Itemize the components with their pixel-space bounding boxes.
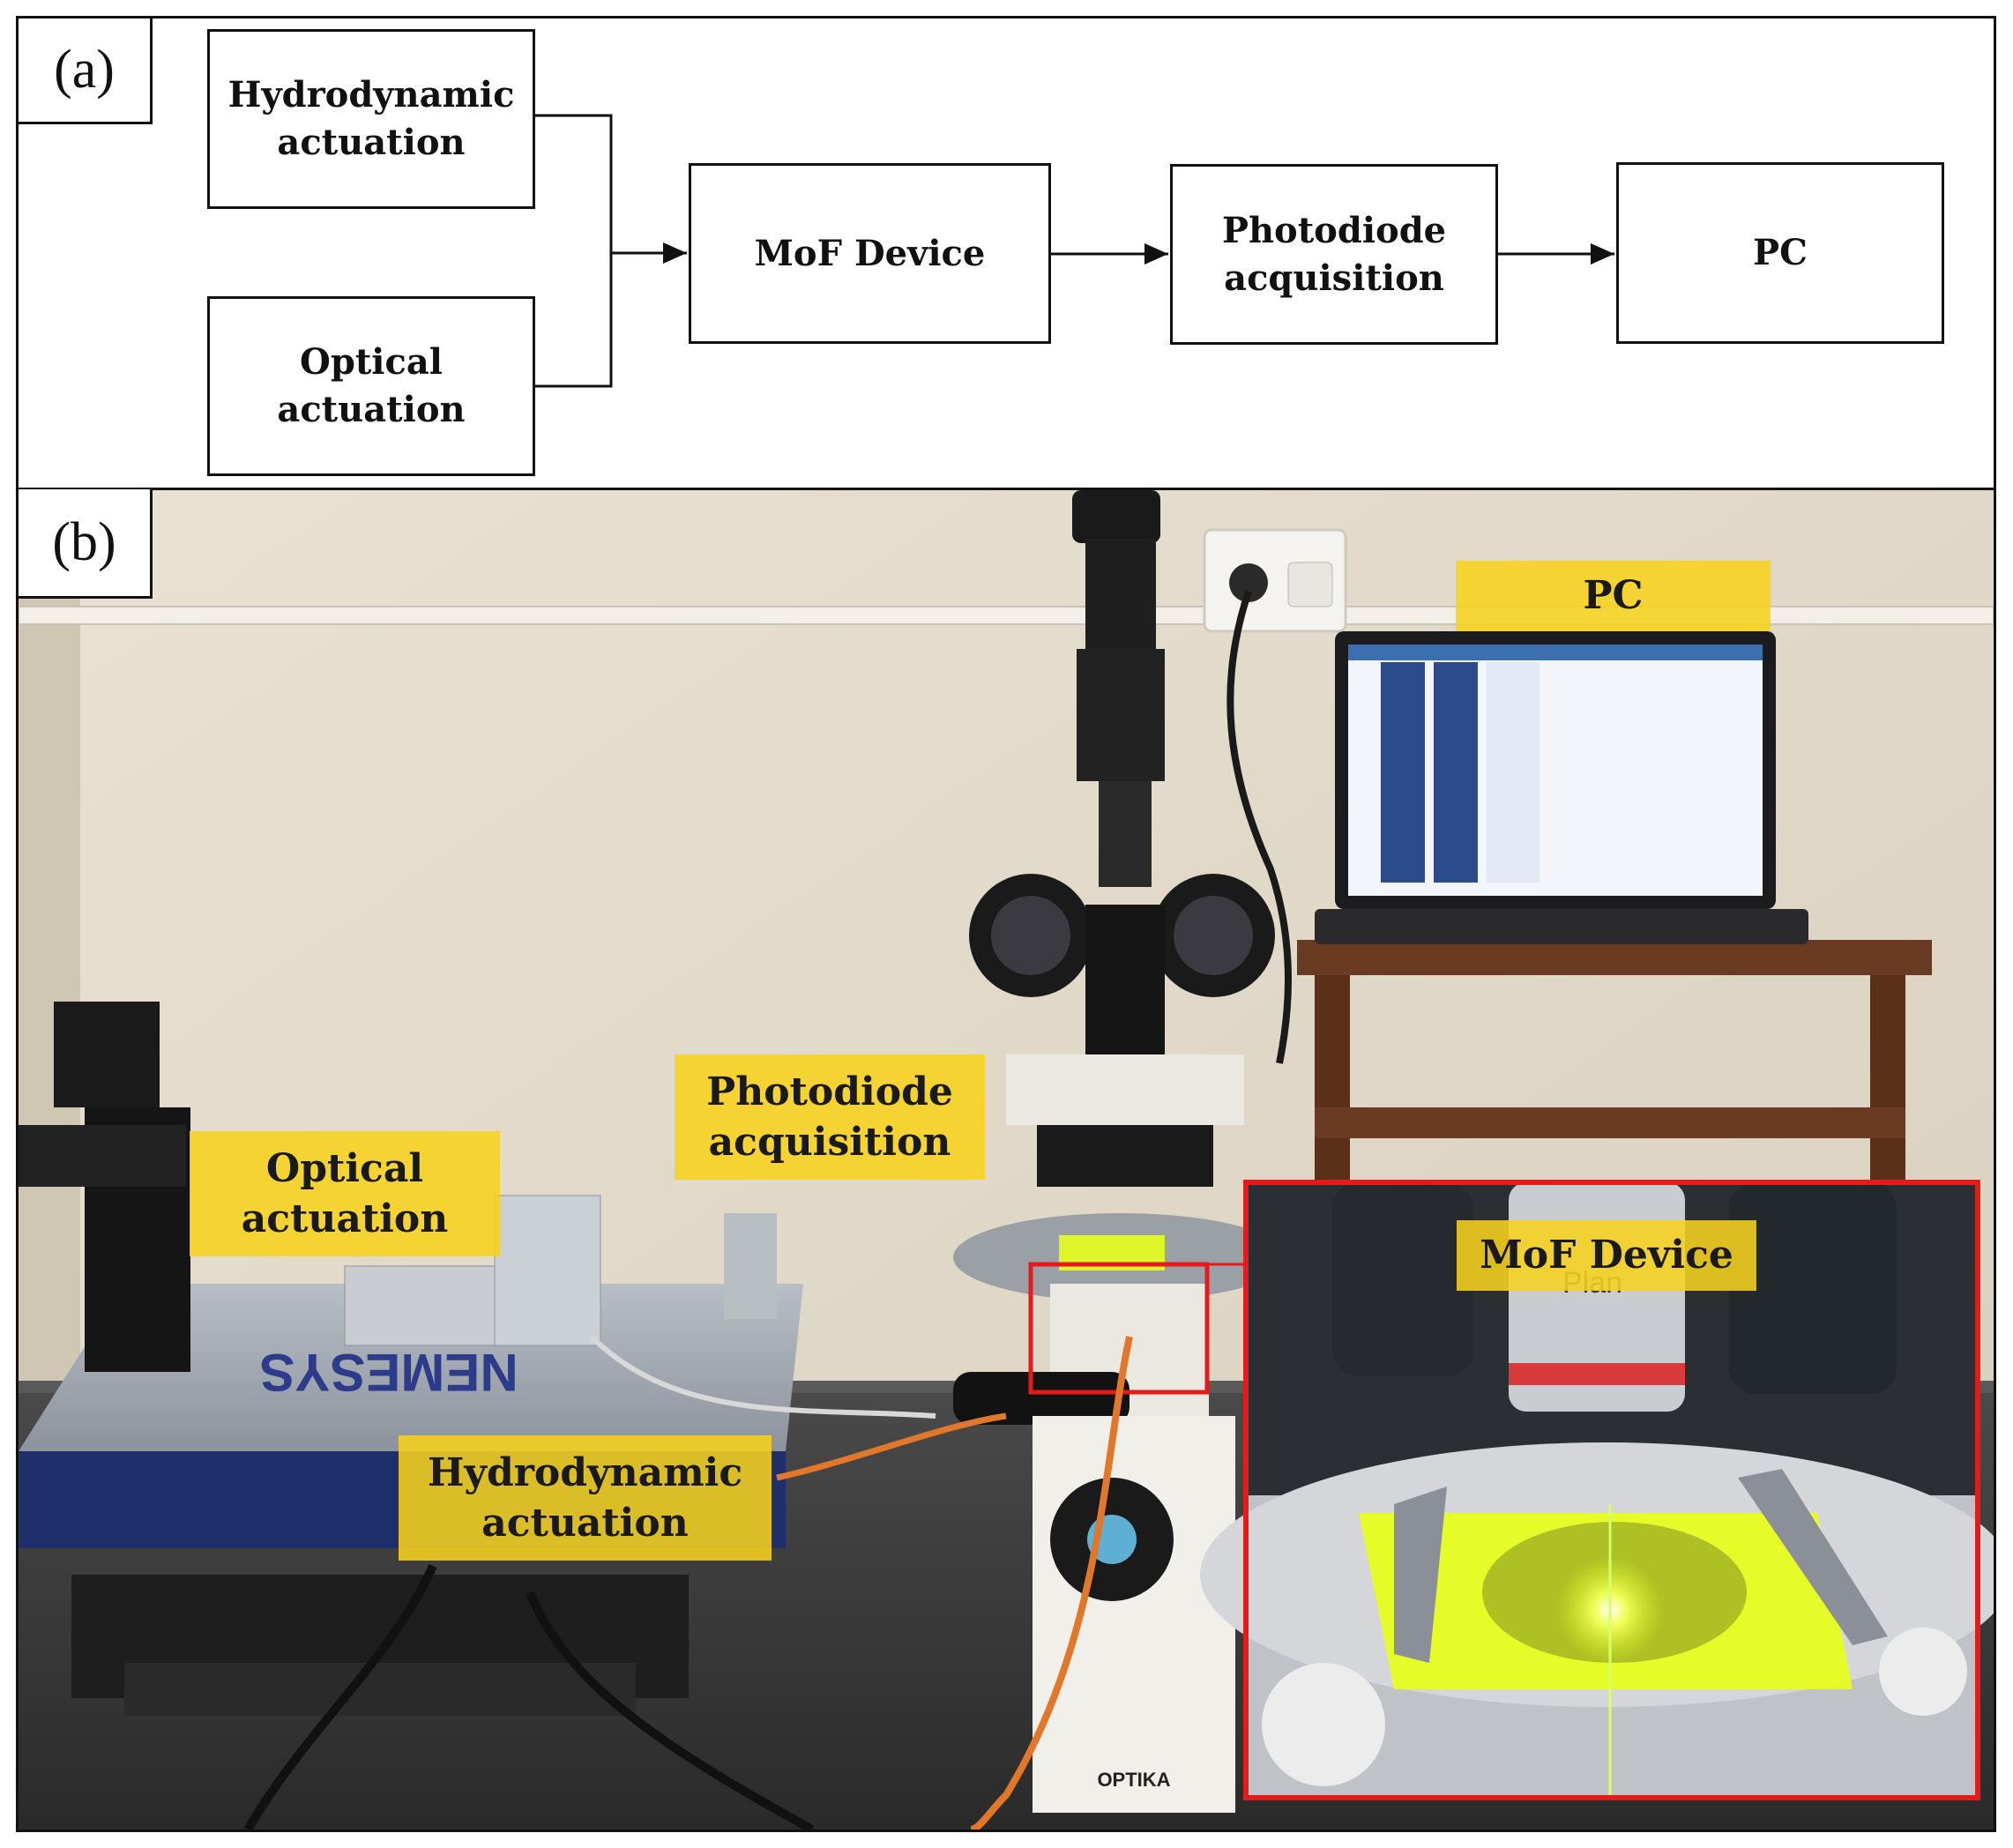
- block-mof-device: MoF Device: [689, 163, 1051, 344]
- inset-border: [1243, 1180, 1980, 1800]
- power-socket: [1203, 528, 1347, 633]
- pump-brand-text: NEMESYS: [259, 1343, 518, 1402]
- black-cable-2: [243, 1563, 437, 1829]
- label-hydrodynamic-actuation: Hydrodynamic actuation: [399, 1435, 772, 1561]
- label-pc: PC: [1456, 561, 1771, 631]
- label-optical-actuation: Optical actuation: [190, 1131, 500, 1256]
- panel-b-photo: OPTIKA NEMESYS: [19, 490, 1994, 1829]
- diagram-connectors: [535, 114, 1614, 388]
- merge-connector: [535, 114, 613, 388]
- microscope-brand-text: OPTIKA: [1097, 1769, 1170, 1791]
- panel-divider: [16, 488, 1996, 490]
- wall-shadow-left: [19, 490, 80, 1460]
- panel-a-label: (a): [16, 16, 153, 124]
- inset-mof-device: [1200, 1182, 1994, 1798]
- label-mof-device: MoF Device: [1457, 1220, 1756, 1291]
- tubing: [589, 1334, 936, 1419]
- light-source: [19, 1002, 190, 1372]
- microscope: [953, 490, 1288, 1813]
- label-photodiode-acquisition: Photodiode acquisition: [675, 1054, 985, 1180]
- panel-b-label: (b): [16, 489, 153, 599]
- block-pc: PC: [1616, 162, 1944, 344]
- laptop: [1315, 631, 1808, 944]
- block-optical-actuation: Optical actuation: [207, 296, 535, 476]
- orange-fiber-2: [776, 1412, 1007, 1481]
- lab-setup-illustration: OPTIKA NEMESYS: [19, 490, 1994, 1829]
- block-hydrodynamic-actuation: Hydrodynamic actuation: [207, 29, 535, 209]
- black-cable: [526, 1591, 815, 1829]
- block-photodiode-acquisition: Photodiode acquisition: [1170, 164, 1498, 345]
- power-cable: [1226, 590, 1292, 1064]
- orange-fiber: [970, 1336, 1133, 1829]
